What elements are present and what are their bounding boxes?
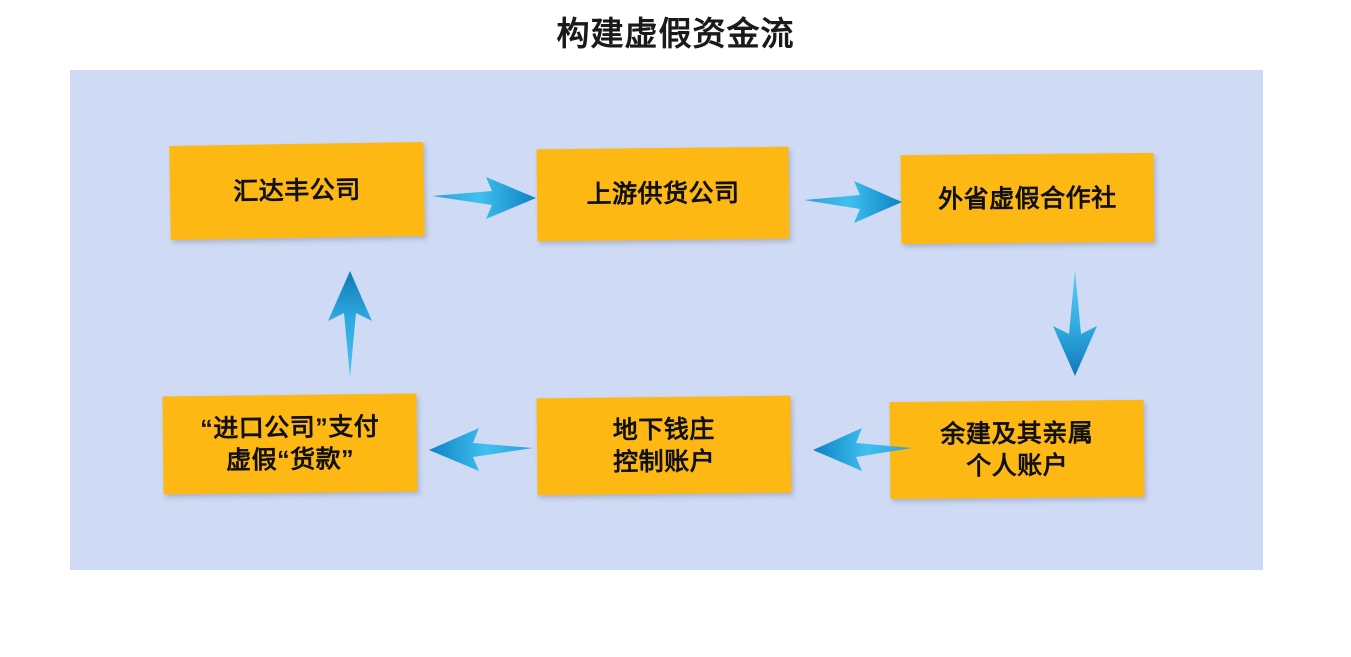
page-title: 构建虚假资金流 [556,15,795,52]
node-label-line-1: 余建及其亲属 [940,418,1094,449]
diagram-canvas: 汇达丰公司 上游供货公司 外省虚假合作社 余建及其亲属 个人账户 地下钱庄 控制… [70,70,1263,570]
node-coop[interactable]: 外省虚假合作社 [900,152,1155,245]
node-huidafeng[interactable]: 汇达丰公司 [169,142,425,240]
node-label-line-1: 地下钱庄 [612,414,715,445]
node-label-line-2: 虚假“货款” [226,445,355,475]
node-label-line-2: 个人账户 [966,451,1069,480]
node-supplier[interactable]: 上游供货公司 [536,146,790,242]
arrow-left-icon [425,420,535,478]
node-personal[interactable]: 余建及其亲属 个人账户 [889,399,1145,500]
arrow-up-icon [320,267,380,379]
node-label-line-2: 控制账户 [613,446,716,477]
node-label: 上游供货公司 [586,179,740,209]
arrow-right-icon [802,174,906,230]
arrow-down-icon [1045,268,1105,380]
node-label: 汇达丰公司 [233,176,361,206]
node-label-line-1: “进口公司”支付 [200,412,380,444]
arrow-right-icon [430,170,540,226]
node-label: 外省虚假合作社 [938,183,1117,214]
node-underground[interactable]: 地下钱庄 控制账户 [536,395,792,496]
node-import-pay[interactable]: “进口公司”支付 虚假“货款” [162,393,418,495]
